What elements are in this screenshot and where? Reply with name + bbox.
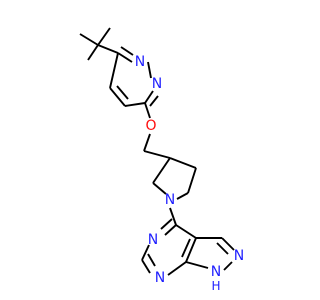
bond-quaternary-to-ring bbox=[97, 44, 119, 54]
bond-c4-n3-double bbox=[160, 218, 173, 230]
bond-c4-n3-pyrimidine bbox=[164, 224, 177, 236]
atom-label-pyridazine-n1: N bbox=[135, 54, 145, 70]
diagram-background bbox=[0, 0, 300, 300]
bond-n2-n1h bbox=[223, 261, 233, 271]
pyrazolopyrimidine-system bbox=[141, 218, 235, 276]
bond-n1h-c7a bbox=[185, 261, 209, 269]
bond-n1-c7a bbox=[167, 261, 187, 276]
molecule-structure-diagram: N N O N N N N N H bbox=[0, 0, 300, 300]
bond-c3a-c4 bbox=[175, 224, 197, 239]
atom-label-pyrazole-n-upper: N bbox=[234, 248, 244, 264]
bond-c4-c5 bbox=[109, 87, 126, 107]
bond-n1-n2 bbox=[147, 61, 152, 79]
bond-c7a-c3a bbox=[185, 237, 197, 263]
bond-c6-n1-double bbox=[120, 46, 134, 56]
bond-n2-c3-double bbox=[149, 95, 159, 107]
bond-oxygen-to-methylene bbox=[143, 133, 151, 152]
bond-quaternary-to-methyl-2 bbox=[97, 27, 111, 46]
bond-c5-nitrogen bbox=[176, 192, 189, 200]
bond-quaternary-to-methyl-1 bbox=[79, 33, 99, 46]
atom-labels: N N O N N N N N H bbox=[135, 54, 244, 293]
bond-c3-c4 bbox=[124, 102, 146, 107]
bond-ring-to-oxygen bbox=[144, 102, 151, 119]
bond-methylene-to-pyrrolidine bbox=[143, 150, 171, 159]
ether-linker bbox=[143, 102, 171, 159]
atom-label-pyrrolidine-nitrogen: N bbox=[165, 192, 175, 208]
bond-n2-c3 bbox=[144, 90, 154, 104]
bond-c4-c5-double bbox=[116, 85, 129, 100]
pyridazine-ring bbox=[109, 46, 159, 107]
atom-label-pyrazole-hydrogen: H bbox=[211, 279, 220, 293]
bond-c7a-c3a-inner bbox=[181, 238, 191, 258]
bond-nitrogen-c2 bbox=[152, 182, 167, 195]
bond-c3-c4-pyrrolidine bbox=[169, 157, 197, 169]
bond-c5-c6 bbox=[109, 52, 119, 89]
bond-c4-c5-pyrrolidine bbox=[187, 167, 197, 194]
bond-c3-n2-pyrazole bbox=[221, 237, 235, 251]
tert-butyl-group bbox=[79, 27, 119, 61]
bond-c6-n1 bbox=[117, 52, 133, 63]
bond-c2-c3 bbox=[152, 157, 171, 184]
atom-label-pyrimidine-n-upper: N bbox=[148, 232, 158, 248]
bond-n3-c2 bbox=[141, 244, 150, 261]
atom-label-ether-oxygen: O bbox=[145, 118, 156, 134]
atom-label-pyrimidine-n-lower: N bbox=[155, 270, 165, 286]
bond-quaternary-to-methyl-3 bbox=[87, 44, 99, 61]
bond-c3-n2-double bbox=[216, 242, 229, 255]
atom-label-pyrazole-nh: N bbox=[211, 264, 221, 280]
bond-c2-n1-double bbox=[147, 253, 156, 267]
bond-nitrogen-to-purine bbox=[169, 207, 177, 226]
pyrrolidine-ring bbox=[152, 157, 197, 226]
bond-c2-n1 bbox=[141, 259, 151, 274]
atom-label-pyridazine-n2: N bbox=[152, 76, 162, 92]
